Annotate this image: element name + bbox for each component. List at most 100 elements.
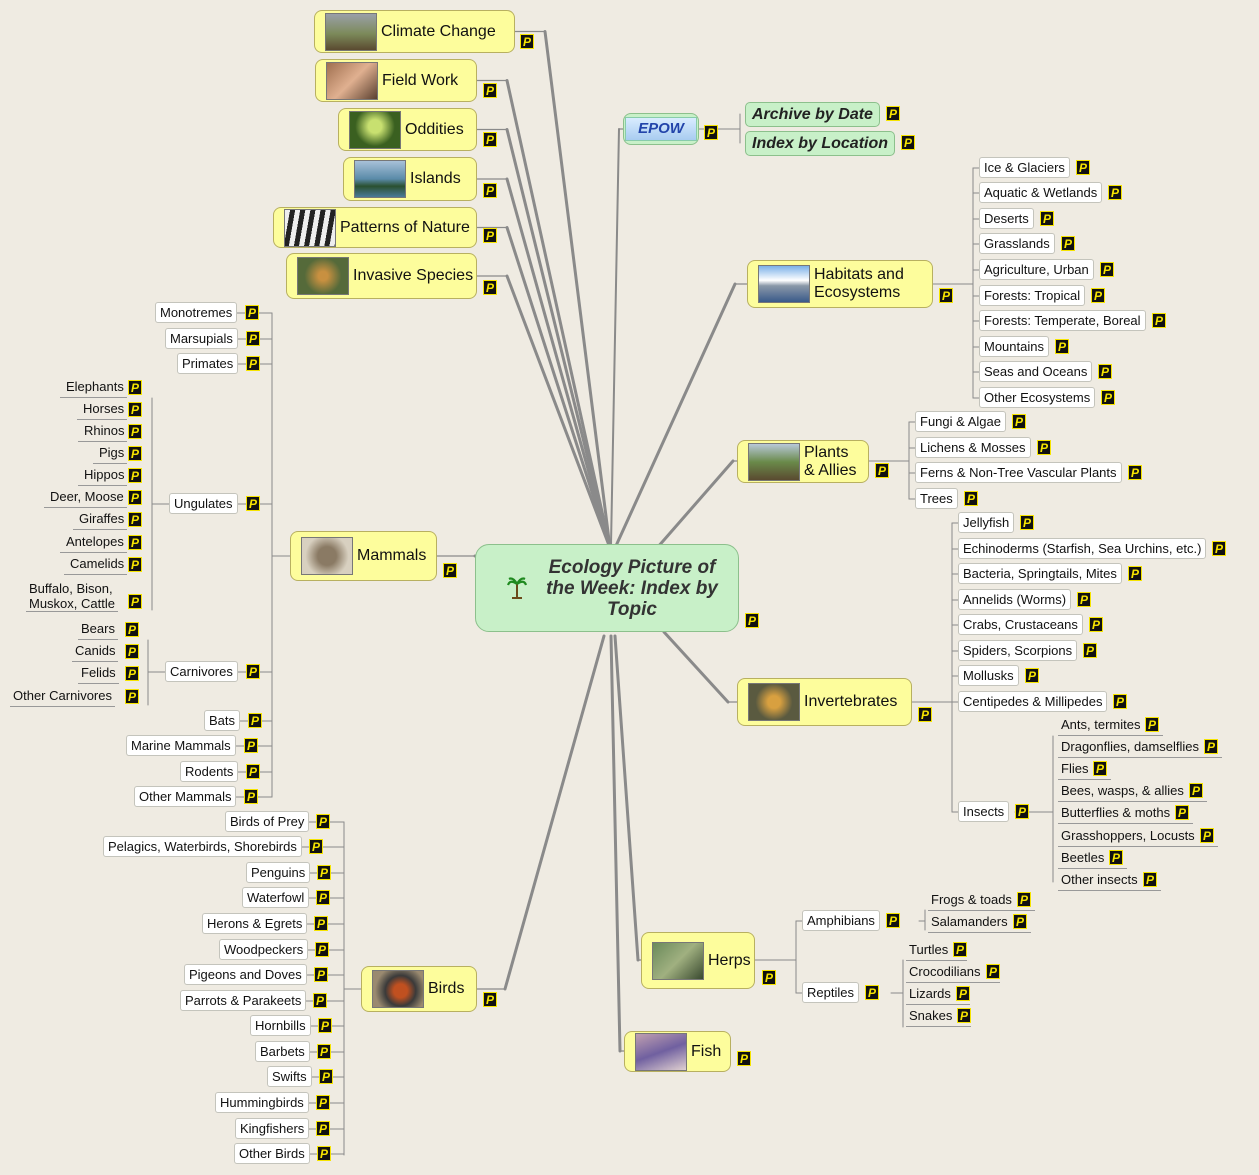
topic-giraffes[interactable]: Giraffes — [73, 510, 128, 530]
topic-pigeons-and-doves[interactable]: Pigeons and Doves — [184, 964, 307, 985]
bees-wasps-and-allies-note-icon[interactable]: P — [1189, 783, 1203, 798]
main-topic-islands[interactable]: Islands — [343, 157, 477, 201]
habitats-note-icon[interactable]: P — [939, 288, 953, 303]
fish-note-icon[interactable]: P — [737, 1051, 751, 1066]
topic-carnivores[interactable]: Carnivores — [165, 661, 238, 682]
pelagics-waterbirds-shorebirds-note-icon[interactable]: P — [309, 839, 323, 854]
insects-note-icon[interactable]: P — [1015, 804, 1029, 819]
main-topic-patterns-of-nature[interactable]: Patterns of Nature — [273, 207, 477, 248]
topic-ants-termites[interactable]: Ants, termites — [1058, 716, 1163, 736]
monotremes-note-icon[interactable]: P — [245, 305, 259, 320]
herps-note-icon[interactable]: P — [762, 970, 776, 985]
patterns-of-nature-note-icon[interactable]: P — [483, 228, 497, 243]
annelids-worms-note-icon[interactable]: P — [1077, 592, 1091, 607]
topic-mountains[interactable]: Mountains — [979, 336, 1049, 357]
topic-parrots-and-parakeets[interactable]: Parrots & Parakeets — [180, 990, 307, 1011]
hummingbirds-note-icon[interactable]: P — [316, 1095, 330, 1110]
topic-marine-mammals[interactable]: Marine Mammals — [126, 735, 236, 756]
topic-turtles[interactable]: Turtles — [906, 941, 967, 961]
ungulates-note-icon[interactable]: P — [246, 496, 260, 511]
topic-hummingbirds[interactable]: Hummingbirds — [215, 1092, 309, 1113]
topic-rhinos[interactable]: Rhinos — [78, 422, 128, 442]
topic-elephants[interactable]: Elephants — [60, 378, 127, 398]
topic-amphibians[interactable]: Amphibians — [802, 910, 880, 931]
topic-ferns-and-non-tree-vascular-plants[interactable]: Ferns & Non-Tree Vascular Plants — [915, 462, 1122, 483]
archive-by-date-note-icon[interactable]: P — [886, 106, 900, 121]
birds-note-icon[interactable]: P — [483, 992, 497, 1007]
seas-and-oceans-note-icon[interactable]: P — [1098, 364, 1112, 379]
topic-swifts[interactable]: Swifts — [267, 1066, 312, 1087]
topic-index-by-location[interactable]: Index by Location — [745, 131, 896, 156]
oddities-note-icon[interactable]: P — [483, 132, 497, 147]
main-topic-invasive-species[interactable]: Invasive Species — [286, 253, 477, 299]
topic-pelagics-waterbirds-shorebirds[interactable]: Pelagics, Waterbirds, Shorebirds — [103, 836, 302, 857]
marsupials-note-icon[interactable]: P — [246, 331, 260, 346]
other-insects-note-icon[interactable]: P — [1143, 872, 1157, 887]
field-work-note-icon[interactable]: P — [483, 83, 497, 98]
deer-moose-note-icon[interactable]: P — [128, 490, 142, 505]
herons-and-egrets-note-icon[interactable]: P — [314, 916, 328, 931]
topic-reptiles[interactable]: Reptiles — [802, 982, 859, 1003]
grasslands-note-icon[interactable]: P — [1061, 236, 1075, 251]
grasshoppers-locusts-note-icon[interactable]: P — [1200, 828, 1214, 843]
forests-temperate-boreal-note-icon[interactable]: P — [1152, 313, 1166, 328]
topic-bacteria-springtails-mites[interactable]: Bacteria, Springtails, Mites — [958, 563, 1122, 584]
topic-marsupials[interactable]: Marsupials — [165, 328, 238, 349]
topic-ice-and-glaciers[interactable]: Ice & Glaciers — [979, 157, 1070, 178]
topic-butterflies-and-moths[interactable]: Butterflies & moths — [1058, 804, 1193, 824]
islands-note-icon[interactable]: P — [483, 183, 497, 198]
other-carnivores-note-icon[interactable]: P — [125, 689, 139, 704]
topic-woodpeckers[interactable]: Woodpeckers — [219, 939, 309, 960]
lichens-and-mosses-note-icon[interactable]: P — [1037, 440, 1051, 455]
echinoderms-starfish-sea-urchins-etc-note-icon[interactable]: P — [1212, 541, 1226, 556]
topic-antelopes[interactable]: Antelopes — [60, 533, 127, 553]
topic-hippos[interactable]: Hippos — [78, 466, 128, 486]
topic-camelids[interactable]: Camelids — [64, 555, 128, 575]
elephants-note-icon[interactable]: P — [128, 380, 142, 395]
topic-dragonflies-damselflies[interactable]: Dragonflies, damselflies — [1058, 738, 1222, 758]
main-topic-oddities[interactable]: Oddities — [338, 108, 477, 151]
main-topic-mammals[interactable]: Mammals — [290, 531, 437, 581]
topic-seas-and-oceans[interactable]: Seas and Oceans — [979, 361, 1093, 382]
bears-note-icon[interactable]: P — [125, 622, 139, 637]
topic-annelids-worms[interactable]: Annelids (Worms) — [958, 589, 1072, 610]
topic-crocodilians[interactable]: Crocodilians — [906, 963, 1000, 983]
topic-other-mammals[interactable]: Other Mammals — [134, 786, 237, 807]
beetles-note-icon[interactable]: P — [1109, 850, 1123, 865]
topic-other-ecosystems[interactable]: Other Ecosystems — [979, 387, 1096, 408]
horses-note-icon[interactable]: P — [128, 402, 142, 417]
central-topic[interactable]: Ecology Picture of the Week: Index by To… — [475, 544, 739, 632]
topic-bats[interactable]: Bats — [204, 710, 241, 731]
mollusks-note-icon[interactable]: P — [1025, 668, 1039, 683]
topic-centipedes-and-millipedes[interactable]: Centipedes & Millipedes — [958, 691, 1108, 712]
center-note-icon[interactable]: P — [745, 613, 759, 628]
topic-mollusks[interactable]: Mollusks — [958, 665, 1019, 686]
lizards-note-icon[interactable]: P — [956, 986, 970, 1001]
invertebrates-note-icon[interactable]: P — [918, 707, 932, 722]
primates-note-icon[interactable]: P — [246, 356, 260, 371]
bacteria-springtails-mites-note-icon[interactable]: P — [1128, 566, 1142, 581]
topic-bears[interactable]: Bears — [78, 620, 118, 640]
topic-penguins[interactable]: Penguins — [246, 862, 311, 883]
topic-trees[interactable]: Trees — [915, 488, 958, 509]
topic-forests-temperate-boreal[interactable]: Forests: Temperate, Boreal — [979, 310, 1146, 331]
snakes-note-icon[interactable]: P — [957, 1008, 971, 1023]
mammals-note-icon[interactable]: P — [443, 563, 457, 578]
other-ecosystems-note-icon[interactable]: P — [1101, 390, 1115, 405]
turtles-note-icon[interactable]: P — [953, 942, 967, 957]
main-topic-birds[interactable]: Birds — [361, 966, 477, 1012]
giraffes-note-icon[interactable]: P — [128, 512, 142, 527]
plants-note-icon[interactable]: P — [875, 463, 889, 478]
topic-echinoderms-starfish-sea-urchins-etc[interactable]: Echinoderms (Starfish, Sea Urchins, etc.… — [958, 538, 1207, 559]
topic-primates[interactable]: Primates — [177, 353, 239, 374]
marine-mammals-note-icon[interactable]: P — [244, 738, 258, 753]
pigeons-and-doves-note-icon[interactable]: P — [314, 967, 328, 982]
buffalo-note-icon[interactable]: P — [128, 594, 142, 609]
trees-note-icon[interactable]: P — [964, 491, 978, 506]
carnivores-note-icon[interactable]: P — [246, 664, 260, 679]
topic-other-birds[interactable]: Other Birds — [234, 1143, 310, 1164]
kingfishers-note-icon[interactable]: P — [316, 1121, 330, 1136]
other-mammals-note-icon[interactable]: P — [244, 789, 258, 804]
centipedes-and-millipedes-note-icon[interactable]: P — [1113, 694, 1127, 709]
flies-note-icon[interactable]: P — [1093, 761, 1107, 776]
